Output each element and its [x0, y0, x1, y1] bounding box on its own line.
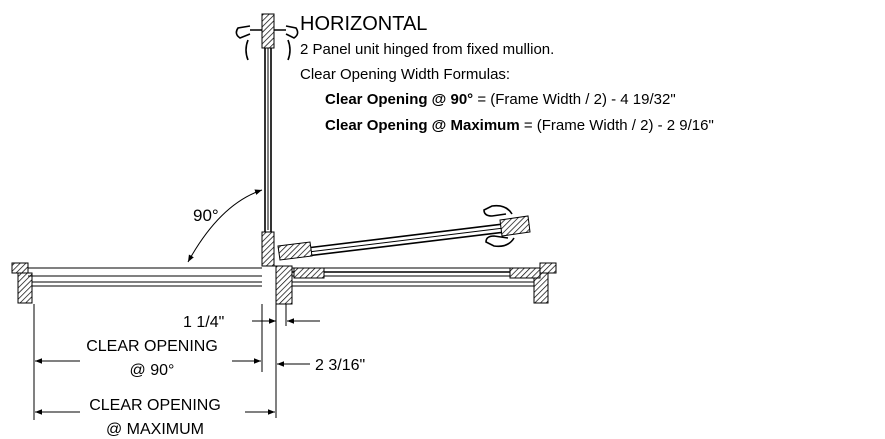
- left-panel-open-90: [235, 13, 299, 232]
- angle-indicator: 90°: [187, 189, 263, 263]
- formula-clear-opening-90: Clear Opening @ 90° = (Frame Width / 2) …: [325, 91, 676, 108]
- right-panel-closed: [292, 267, 541, 279]
- diagram-description: 2 Panel unit hinged from fixed mullion.: [300, 41, 554, 58]
- dimension-clear-opening-90-line2: @ 90°: [130, 362, 175, 379]
- formula-label: Clear Opening @ Maximum: [325, 117, 520, 134]
- right-jamb-lower: [533, 272, 549, 304]
- right-jamb: [539, 262, 557, 274]
- dimensions: 1 1/4" CLEAR OPENING @ 90° 2 3/16" CLEAR…: [33, 304, 365, 438]
- left-jamb-lower: [17, 272, 33, 304]
- dimension-clear-opening-max-line1: CLEAR OPENING: [89, 397, 221, 414]
- handle-icon: [235, 25, 262, 39]
- formula-clear-opening-maximum: Clear Opening @ Maximum = (Frame Width /…: [325, 117, 714, 134]
- formula-label: Clear Opening @ 90°: [325, 91, 473, 108]
- fixed-mullion: [261, 231, 293, 305]
- diagram-title: HORIZONTAL: [300, 13, 427, 35]
- dimension-clear-opening-90-line1: CLEAR OPENING: [86, 338, 218, 355]
- formulas-heading: Clear Opening Width Formulas:: [300, 66, 510, 83]
- formula-expression: = (Frame Width / 2) - 4 19/32": [473, 91, 675, 108]
- dimension-clear-opening-max-line2: @ MAXIMUM: [106, 421, 204, 438]
- handle-icon: [483, 204, 513, 217]
- handle-icon: [485, 235, 515, 248]
- left-jamb: [11, 262, 29, 274]
- window-frame: [11, 262, 557, 304]
- dimension-mullion-offset: 1 1/4": [183, 314, 224, 331]
- dimension-panel-offset: 2 3/16": [315, 357, 365, 374]
- angle-label: 90°: [193, 206, 219, 225]
- handle-icon: [274, 25, 299, 39]
- formula-expression: = (Frame Width / 2) - 2 9/16": [520, 117, 714, 134]
- right-panel-open: [277, 204, 531, 261]
